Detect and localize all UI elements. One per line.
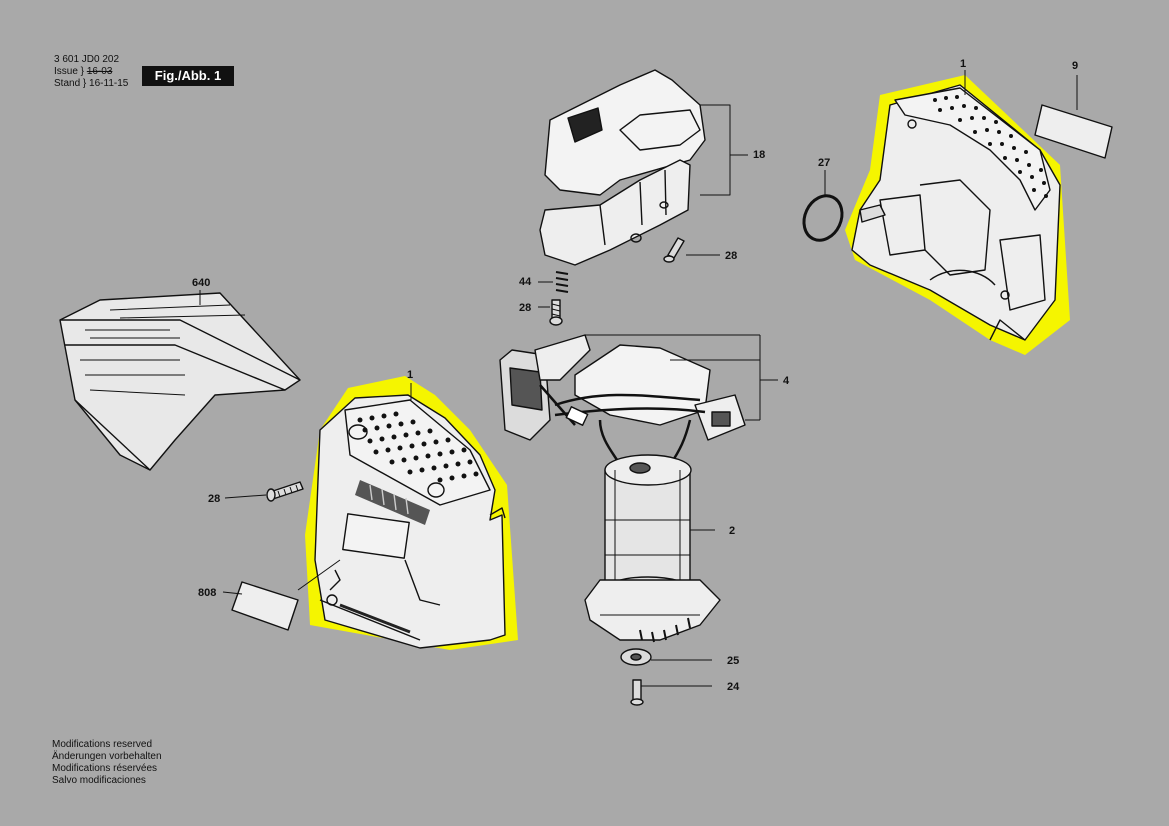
- callout-44: 44: [519, 276, 532, 288]
- issue-line: Issue } 16-03: [54, 66, 113, 77]
- switch-module-part-4: [499, 334, 778, 466]
- callout-28-mid: 28: [519, 302, 532, 314]
- issue-value: 16-03: [86, 66, 113, 77]
- screw-part-28-spring: [538, 299, 563, 326]
- leader-line-28-left: [224, 494, 267, 499]
- washer-part-25: [620, 648, 712, 666]
- note-de: Änderungen vorbehalten: [52, 751, 162, 762]
- vent-holes-right: [933, 95, 1048, 198]
- issue-label: Issue: [54, 66, 78, 77]
- screw-part-24: [630, 679, 712, 706]
- handle-cover-part-18: [539, 69, 748, 266]
- callout-1-left: 1: [407, 369, 414, 381]
- screw-part-28-left: [266, 481, 304, 502]
- label-part-9: [1034, 75, 1113, 159]
- callout-28-top-right: 28: [725, 250, 738, 262]
- dust-box-part-640: [59, 292, 301, 471]
- callout-25: 25: [727, 655, 740, 667]
- note-es: Salvo modificaciones: [52, 775, 146, 786]
- callout-2: 2: [729, 525, 736, 537]
- callout-24: 24: [727, 681, 740, 693]
- screw-part-28-handle: [663, 237, 720, 263]
- callout-4: 4: [783, 375, 790, 387]
- modification-notes: Modifications reserved Änderungen vorbeh…: [52, 739, 162, 787]
- spring-part-44: [538, 271, 569, 293]
- figure-label: Fig./Abb. 1: [142, 66, 234, 86]
- callout-1-top: 1: [960, 58, 967, 70]
- motor-part-2: [584, 454, 721, 643]
- label-part-808: [231, 559, 341, 631]
- note-fr: Modifications réservées: [52, 763, 158, 774]
- o-ring-part-27: [802, 170, 844, 242]
- callout-18: 18: [753, 149, 766, 161]
- stand-line: Stand } 16-11-15: [54, 78, 129, 89]
- housing-half-left-part-1: [305, 376, 518, 650]
- stand-value: 16-11-15: [89, 78, 129, 89]
- part-number-text: 3 601 JD0 202: [54, 54, 120, 65]
- leader-line-808: [222, 591, 243, 595]
- housing-half-right-part-1: [845, 75, 1070, 355]
- callout-9: 9: [1072, 60, 1079, 72]
- note-en: Modifications reserved: [52, 739, 153, 750]
- part-number: 3 601 JD0 202: [54, 54, 119, 65]
- callout-28-left: 28: [208, 493, 221, 505]
- callout-808: 808: [198, 587, 217, 599]
- callout-27: 27: [818, 157, 831, 169]
- callout-640: 640: [192, 277, 211, 289]
- stand-label: Stand: [54, 78, 81, 89]
